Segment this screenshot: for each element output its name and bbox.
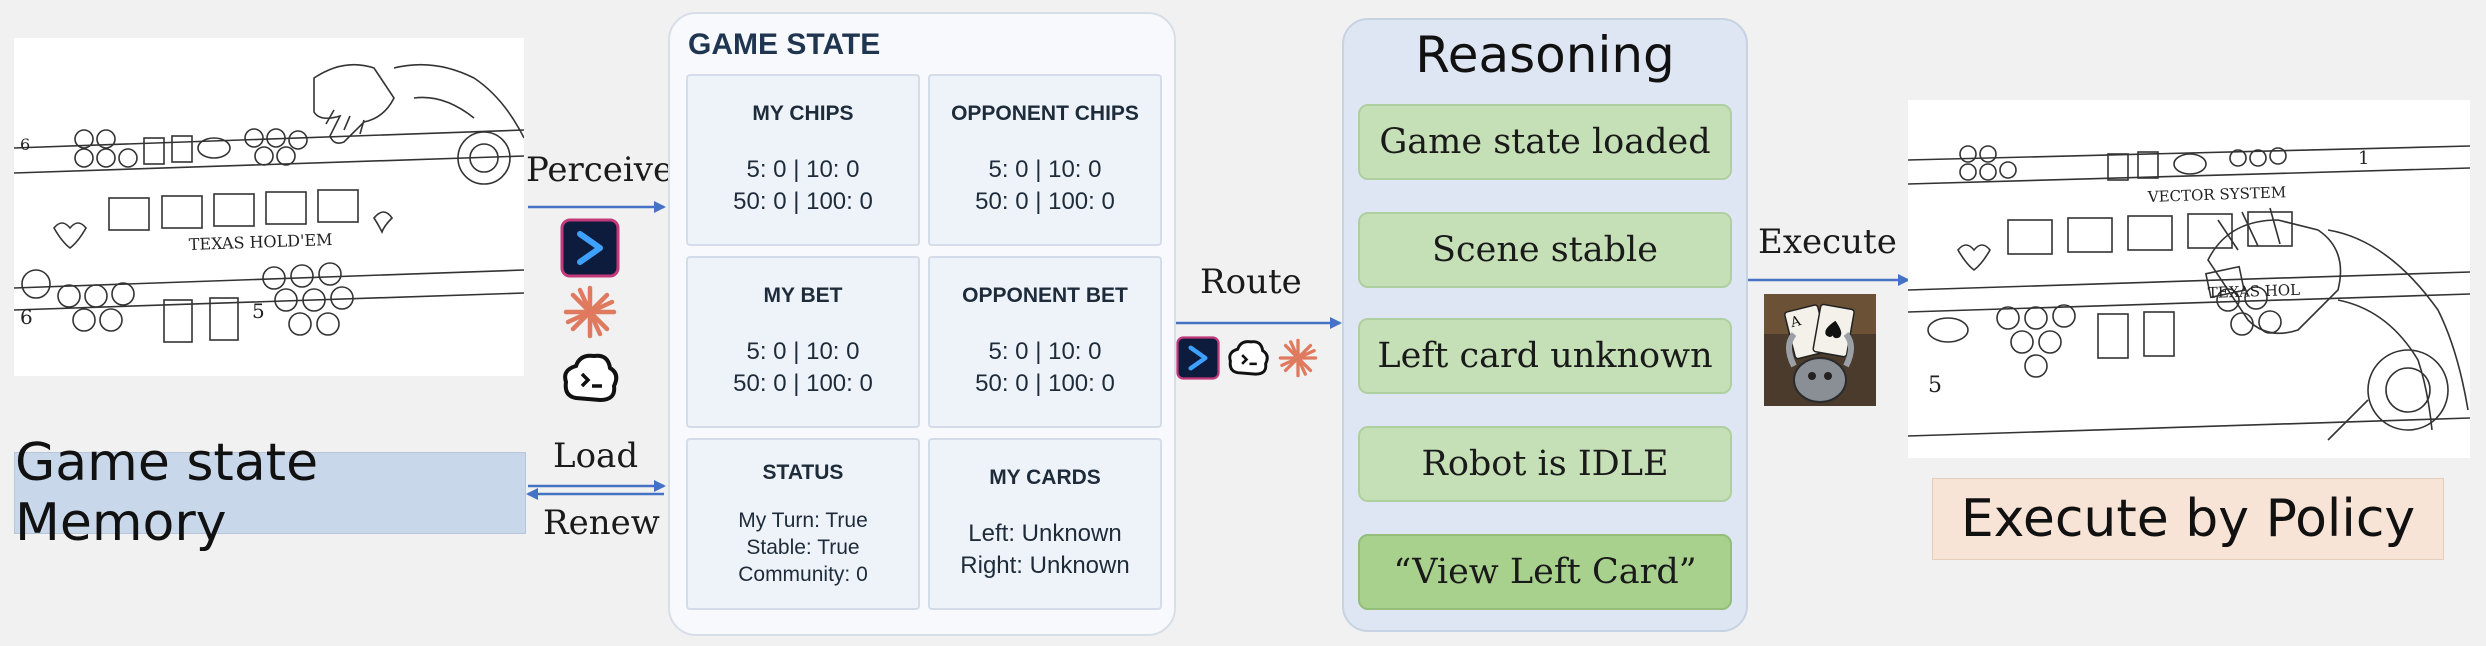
- my-bet-line-2: 50: 0 | 100: 0: [733, 370, 873, 397]
- right-table-title: TEXAS HOL: [2208, 281, 2301, 302]
- opponent-chips-card: OPPONENT CHIPS 5: 0 | 10: 0 50: 0 | 100:…: [928, 74, 1162, 246]
- step-scene-stable: Scene stable: [1358, 212, 1732, 288]
- game-state-memory: Game state Memory: [14, 433, 526, 553]
- game-state-panel: GAME STATE MY CHIPS 5: 0 | 10: 0 50: 0 |…: [668, 12, 1176, 636]
- execute-by-policy: Execute by Policy: [1932, 478, 2444, 560]
- my-cards-line-2: Right: Unknown: [960, 552, 1130, 579]
- status-line-3: Community: 0: [738, 562, 868, 586]
- right-table-sketch: VECTOR SYSTEM TEXAS HOL 1 5: [1908, 100, 2470, 458]
- status-line-2: Stable: True: [746, 535, 860, 559]
- step-robot-idle: Robot is IDLE: [1358, 426, 1732, 502]
- status-heading: STATUS: [762, 460, 844, 484]
- right-num-1: 1: [2358, 148, 2369, 169]
- svg-text:A: A: [1788, 313, 1804, 331]
- my-bet-heading: MY BET: [763, 284, 843, 307]
- left-num-5: 5: [252, 299, 265, 323]
- reasoning-title: Reasoning: [1415, 26, 1675, 84]
- step-game-state-loaded: Game state loaded: [1358, 104, 1732, 180]
- opponent-chips-line-1: 5: 0 | 10: 0: [988, 156, 1102, 183]
- opponent-bet-line-2: 50: 0 | 100: 0: [975, 370, 1115, 397]
- left-num-6-bottom: 6: [20, 305, 33, 329]
- claude-starburst-icon: [560, 282, 620, 342]
- opponent-bet-card: OPPONENT BET 5: 0 | 10: 0 50: 0 | 100: 0: [928, 256, 1162, 428]
- right-table-brand: VECTOR SYSTEM: [2147, 183, 2287, 206]
- poker-table-drawing: TEXAS HOLD'EM 6 6 5: [14, 63, 524, 343]
- left-table-title: TEXAS HOLD'EM: [188, 230, 332, 254]
- status-line-1: My Turn: True: [738, 508, 868, 532]
- cursor-logo-icon-small: [1176, 336, 1220, 380]
- right-num-5: 5: [1928, 373, 1942, 398]
- renew-label: Renew: [543, 503, 660, 543]
- my-bet-line-1: 5: 0 | 10: 0: [746, 338, 860, 365]
- cloud-face-icon-small: [1226, 336, 1270, 380]
- robot-hand-table-drawing: VECTOR SYSTEM TEXAS HOL 1 5: [1908, 145, 2470, 441]
- claude-starburst-icon-small: [1276, 336, 1320, 380]
- opponent-bet-heading: OPPONENT BET: [962, 284, 1128, 307]
- step-left-card-unknown: Left card unknown: [1358, 318, 1732, 394]
- opponent-chips-line-2: 50: 0 | 100: 0: [975, 188, 1115, 215]
- robot-poker-icon: A: [1764, 294, 1876, 406]
- cursor-logo-icon: [560, 218, 620, 278]
- my-cards-line-1: Left: Unknown: [968, 520, 1122, 547]
- left-table-sketch: TEXAS HOLD'EM 6 6 5: [14, 38, 524, 376]
- my-chips-card: MY CHIPS 5: 0 | 10: 0 50: 0 | 100: 0: [686, 74, 920, 246]
- opponent-bet-line-1: 5: 0 | 10: 0: [988, 338, 1102, 365]
- perceive-label: Perceive: [526, 150, 674, 190]
- status-card: STATUS My Turn: True Stable: True Commun…: [686, 438, 920, 610]
- cloud-face-icon: [560, 348, 620, 408]
- game-state-title: GAME STATE: [688, 28, 881, 61]
- my-cards-card: MY CARDS Left: Unknown Right: Unknown: [928, 438, 1162, 610]
- route-label: Route: [1200, 262, 1302, 302]
- left-num-6-top: 6: [20, 135, 30, 154]
- load-label: Load: [553, 436, 639, 476]
- opponent-chips-heading: OPPONENT CHIPS: [951, 102, 1139, 125]
- step-view-left-card: “View Left Card”: [1358, 534, 1732, 610]
- execute-label: Execute: [1758, 222, 1897, 262]
- my-chips-line-2: 50: 0 | 100: 0: [733, 188, 873, 215]
- my-cards-heading: MY CARDS: [989, 466, 1101, 489]
- my-chips-heading: MY CHIPS: [752, 102, 854, 125]
- my-chips-line-1: 5: 0 | 10: 0: [746, 156, 860, 183]
- my-bet-card: MY BET 5: 0 | 10: 0 50: 0 | 100: 0: [686, 256, 920, 428]
